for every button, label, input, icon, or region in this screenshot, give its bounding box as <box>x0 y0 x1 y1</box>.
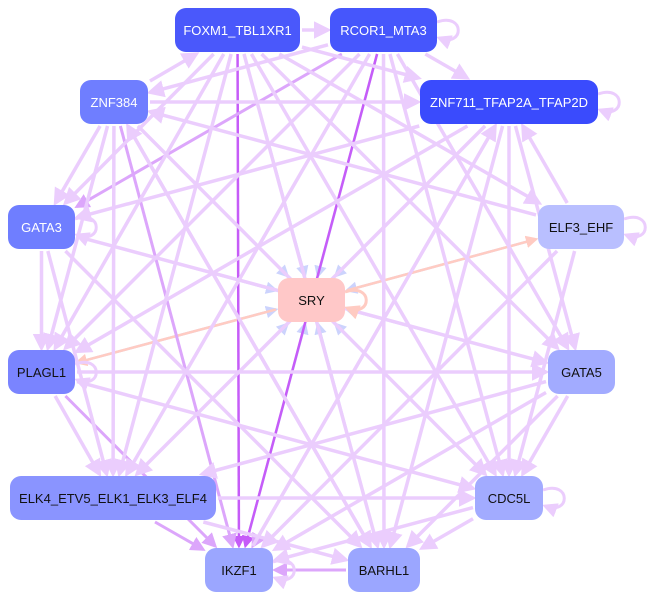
edge-gata5-to-barhl1 <box>405 394 559 549</box>
edge-znf384-to-foxm1-tbl1xr1 <box>149 52 200 83</box>
edge-plagl1-to-cdc5l <box>76 379 477 494</box>
node-foxm1-tbl1xr1[interactable]: FOXM1_TBL1XR1 <box>175 8 300 52</box>
edge-gata5-to-elk4-etv5-elk1-elk3-elf4 <box>198 379 547 479</box>
edge-gata5-to-ikzf1 <box>271 391 547 551</box>
edge-rcor1-mta3-to-znf384 <box>146 43 329 98</box>
edge-znf384-to-gata3 <box>53 125 102 207</box>
node-rcor1-mta3[interactable]: RCOR1_MTA3 <box>330 8 437 52</box>
node-elk4-etv5-elk1-elk3-elf4[interactable]: ELK4_ETV5_ELK1_ELK3_ELF4 <box>10 476 216 520</box>
node-elf3-ehf[interactable]: ELF3_EHF <box>538 205 624 249</box>
node-label: ELK4_ETV5_ELK1_ELK3_ELF4 <box>19 490 207 506</box>
node-label: IKZF1 <box>221 562 257 578</box>
node-barhl1[interactable]: BARHL1 <box>348 548 420 592</box>
edge-elf3-ehf-to-znf711-tfap2a-tfap2d <box>521 122 569 204</box>
node-label: CDC5L <box>487 490 531 506</box>
node-sry[interactable]: SRY <box>278 278 345 322</box>
edge-znf711-tfap2a-tfap2d-to-plagl1 <box>73 124 469 354</box>
edge-elk4-etv5-elk1-elk3-elf4-to-barhl1 <box>202 520 350 565</box>
edge-foxm1-tbl1xr1-to-cdc5l <box>249 53 497 478</box>
edge-sry-to-elf3-ehf <box>346 235 539 292</box>
edge-cdc5l-to-barhl1 <box>418 517 474 550</box>
self-loop-elf3-ehf <box>623 215 647 247</box>
node-label: FOXM1_TBL1XR1 <box>183 22 292 38</box>
self-loop-znf711-tfap2a-tfap2d <box>597 90 621 122</box>
self-loop-ikzf1 <box>272 558 296 590</box>
edge-ikzf1-to-znf711-tfap2a-tfap2d <box>251 122 497 547</box>
edge-rcor1-mta3-to-cdc5l <box>388 53 508 478</box>
edge-plagl1-to-elk4-etv5-elk1-elk3-elf4 <box>53 395 102 478</box>
self-loop-sry <box>344 288 368 320</box>
node-label: PLAGL1 <box>16 364 67 380</box>
edge-elk4-etv5-elk1-elk3-elf4-to-ikzf1 <box>154 520 206 551</box>
edge-elf3-ehf-to-znf384 <box>146 106 537 217</box>
node-label: SRY <box>298 292 325 308</box>
node-label: ELF3_EHF <box>548 219 614 235</box>
edge-foxm1-tbl1xr1-to-ikzf1 <box>232 53 246 549</box>
edge-znf711-tfap2a-tfap2d-to-gata3 <box>73 124 420 223</box>
node-label: BARHL1 <box>358 562 410 578</box>
edge-cdc5l-to-ikzf1 <box>271 505 474 566</box>
self-loop-rcor1-mta3 <box>436 18 460 50</box>
node-label: GATA3 <box>21 219 62 235</box>
node-label: ZNF384 <box>90 94 138 110</box>
node-cdc5l[interactable]: CDC5L <box>475 476 543 520</box>
edge-foxm1-tbl1xr1-to-znf711-tfap2a-tfap2d <box>301 45 422 83</box>
node-label: RCOR1_MTA3 <box>340 22 427 38</box>
edge-rcor1-mta3-to-znf711-tfap2a-tfap2d <box>424 52 471 80</box>
node-znf384[interactable]: ZNF384 <box>80 80 148 124</box>
node-gata5[interactable]: GATA5 <box>548 350 615 394</box>
node-label: ZNF711_TFAP2A_TFAP2D <box>430 94 588 110</box>
node-znf711-tfap2a-tfap2d[interactable]: ZNF711_TFAP2A_TFAP2D <box>420 80 598 124</box>
node-ikzf1[interactable]: IKZF1 <box>205 548 273 592</box>
edge-barhl1-to-znf384 <box>126 122 372 547</box>
node-label: GATA5 <box>561 364 602 380</box>
node-gata3[interactable]: GATA3 <box>8 205 75 249</box>
node-plagl1[interactable]: PLAGL1 <box>8 350 75 394</box>
self-loop-gata3 <box>74 215 98 247</box>
self-loop-plagl1 <box>74 360 98 392</box>
edge-gata5-to-cdc5l <box>521 395 570 478</box>
self-loop-cdc5l <box>542 486 566 518</box>
edge-rcor1-mta3-to-elk4-etv5-elk1-elk3-elf4 <box>125 53 372 478</box>
